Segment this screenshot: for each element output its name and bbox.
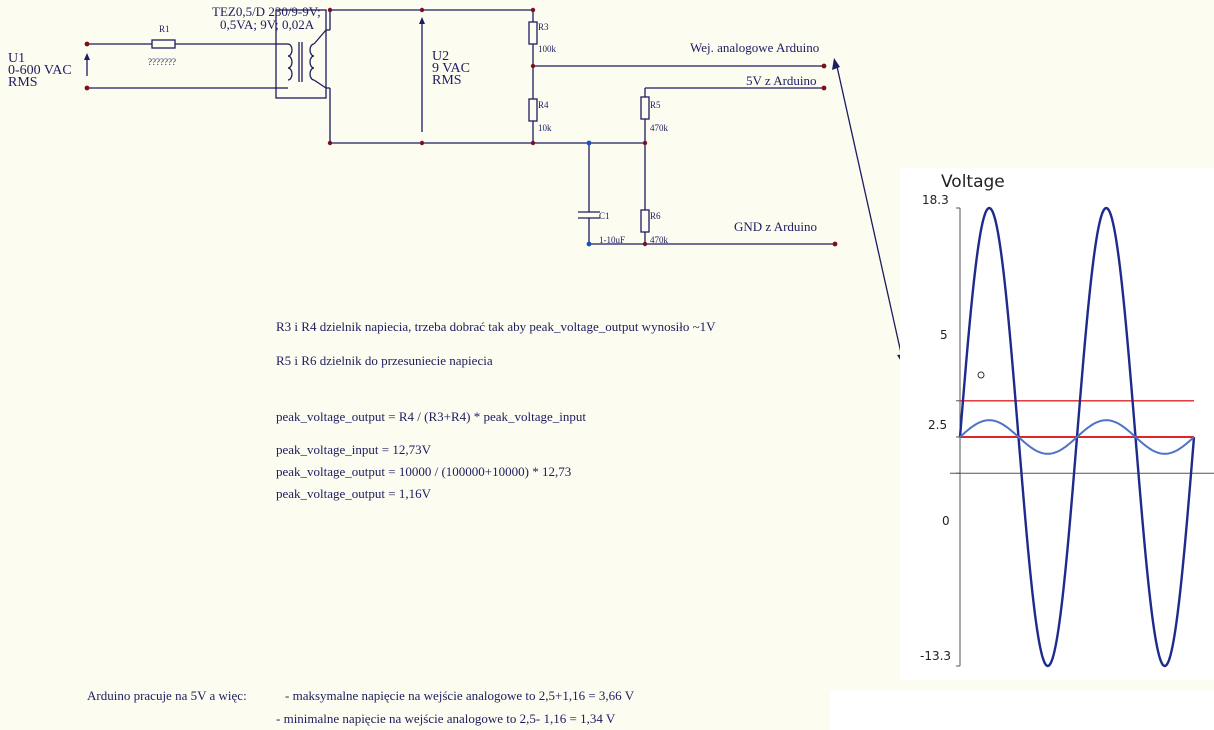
u2-unit: RMS [432, 73, 462, 88]
r6-value: 470k [650, 235, 668, 245]
bottom-min: - minimalne napięcie na wejście analogow… [276, 711, 616, 726]
note-line-1: R3 i R4 dzielnik napiecia, trzeba dobrać… [276, 319, 716, 334]
u2-value: 9 VAC [432, 61, 471, 76]
u1-unit: RMS [8, 75, 38, 90]
junction [327, 7, 333, 13]
bottom-intro: Arduino pracuje na 5V a więc: [87, 688, 247, 703]
r6-name: R6 [650, 211, 661, 221]
pointer-line [835, 61, 904, 363]
u1-value: 0-600 VAC [8, 63, 72, 78]
resistor-r5 [640, 96, 650, 120]
resistor-r4 [528, 98, 538, 122]
bottom-max: - maksymalne napięcie na wejście analogo… [285, 688, 635, 703]
chart-title: Voltage [941, 172, 1005, 192]
terminal [84, 41, 90, 47]
terminal [832, 241, 838, 247]
r3-value: 100k [538, 44, 556, 54]
tick-label: 0 [942, 514, 950, 528]
r4-value: 10k [538, 123, 552, 133]
series-small-sine [959, 419, 1195, 455]
r4-name: R4 [538, 100, 549, 110]
r3-name: R3 [538, 22, 549, 32]
junction [642, 241, 648, 247]
output-gnd-label: GND z Arduino [734, 219, 818, 234]
transformer-primary-coil [287, 43, 293, 81]
pointer-marker [977, 371, 985, 379]
tick-label: 2.5 [928, 418, 948, 432]
r1-name: R1 [159, 24, 170, 34]
u1-name: U1 [8, 51, 26, 66]
junction [530, 63, 536, 69]
tick-label: 18.3 [922, 193, 949, 207]
note-calc: peak_voltage_output = 10000 / (100000+10… [276, 464, 572, 479]
voltage-chart: Voltage 18.3 5 2.5 0 -13.3 [900, 168, 1214, 680]
junction [419, 7, 425, 13]
note-line-2: R5 i R6 dzielnik do przesuniecie napieci… [276, 353, 493, 368]
resistor-r3 [528, 21, 538, 45]
transformer-secondary-coil [309, 43, 315, 81]
pointer-arrow-top [832, 58, 840, 70]
resistor-r6 [640, 209, 650, 233]
note-input: peak_voltage_input = 12,73V [276, 442, 431, 457]
transformer-label-1: TEZ0,5/D 230/9-9V; [212, 4, 321, 19]
terminal [821, 63, 827, 69]
output-5v-label: 5V z Arduino [746, 73, 817, 88]
transformer-label-2: 0,5VA; 9V; 0,02A [220, 17, 315, 32]
junction [530, 7, 536, 13]
junction [327, 140, 333, 146]
r5-name: R5 [650, 100, 661, 110]
terminal [84, 85, 90, 91]
tick-label: -13.3 [920, 649, 952, 663]
output-analog-label: Wej. analogowe Arduino [690, 40, 820, 55]
transformer-box [275, 9, 327, 99]
blank-area [830, 690, 1214, 730]
junction [530, 140, 536, 146]
voltage-chart-svg [950, 206, 1214, 668]
u2-name: U2 [432, 49, 450, 64]
junction [419, 140, 425, 146]
r5-value: 470k [650, 123, 668, 133]
note-result: peak_voltage_output = 1,16V [276, 486, 431, 501]
r1-value: ??????? [148, 57, 176, 67]
tick-label: 5 [940, 328, 948, 342]
terminal [821, 85, 827, 91]
c1-name: C1 [599, 211, 610, 221]
junction [642, 140, 648, 146]
note-formula: peak_voltage_output = R4 / (R3+R4) * pea… [276, 409, 587, 424]
c1-value: 1-10uF [599, 235, 626, 245]
resistor-r1 [151, 39, 176, 49]
